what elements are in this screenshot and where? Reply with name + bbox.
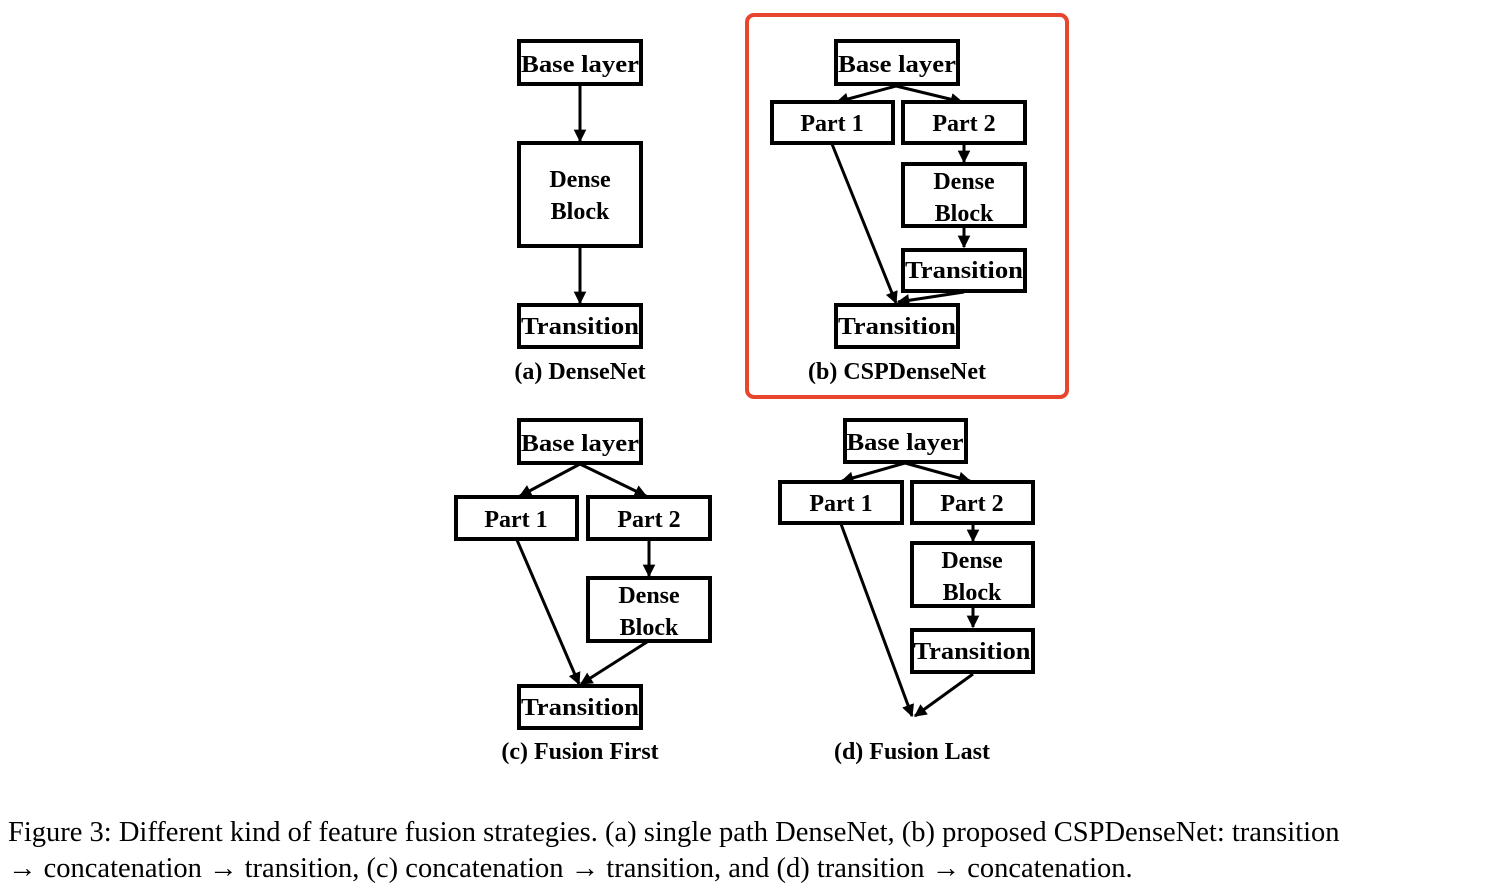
- caption-line-1: Figure 3: Different kind of feature fusi…: [8, 817, 1340, 848]
- edge-b-base-to-part1: [835, 84, 897, 106]
- edge-d-part1-to-output: [839, 523, 914, 718]
- fusion-strategies-figure: Base layer Dense Block Transition (a) De…: [454, 13, 1069, 765]
- c-part2-box: Part 2: [586, 495, 712, 541]
- panel-c-fusion-first: Base layer Part 1 Part 2 Dense Block Tra…: [454, 418, 712, 765]
- a-panel-label: (a) DenseNet: [514, 359, 645, 385]
- c-panel-label: (c) Fusion First: [501, 739, 658, 765]
- d-part1-box: Part 1: [778, 480, 904, 525]
- b-part2-label: Part 2: [932, 111, 995, 137]
- c-base-layer-box: Base layer: [517, 418, 643, 465]
- d-transition-label: Transition: [914, 639, 1031, 665]
- d-dense-label-line2: Block: [943, 580, 1002, 606]
- b-base-layer-box: Base layer: [834, 39, 960, 86]
- panel-d-fusion-last: Base layer Part 1 Part 2 Dense Block Tra…: [778, 418, 1035, 765]
- c-part2-label: Part 2: [617, 507, 680, 533]
- a-base-layer-box: Base layer: [517, 39, 643, 86]
- a-base-layer-label: Base layer: [521, 52, 639, 78]
- edge-b-part1-to-output: [830, 143, 898, 305]
- d-dense-label-line1: Dense: [941, 548, 1003, 574]
- b-dense-block-box: Dense Block: [901, 162, 1027, 228]
- b-transition-out-label: Transition: [838, 314, 956, 340]
- edge-c-base-to-part2: [579, 462, 648, 498]
- d-transition-box: Transition: [910, 628, 1035, 674]
- b-dense-label-line2: Block: [935, 201, 994, 227]
- d-part2-label: Part 2: [940, 491, 1003, 517]
- b-dense-label-line1: Dense: [933, 169, 995, 195]
- a-transition-box: Transition: [517, 303, 643, 349]
- edge-d-transition-to-output: [913, 672, 974, 718]
- c-dense-block-box: Dense Block: [586, 576, 712, 643]
- panel-a-densenet: Base layer Dense Block Transition (a) De…: [514, 39, 646, 385]
- c-part1-label: Part 1: [484, 507, 547, 533]
- d-base-layer-label: Base layer: [847, 430, 964, 456]
- d-part1-label: Part 1: [809, 491, 872, 517]
- edge-c-dense-to-transition: [579, 640, 648, 686]
- c-dense-label-line1: Dense: [618, 583, 680, 609]
- c-base-layer-label: Base layer: [521, 431, 639, 457]
- edge-d-base-to-part1: [840, 461, 906, 484]
- a-dense-block-box: Dense Block: [517, 141, 643, 248]
- d-part2-box: Part 2: [910, 480, 1035, 525]
- b-base-layer-label: Base layer: [838, 52, 956, 78]
- a-transition-label: Transition: [521, 314, 639, 340]
- b-part2-box: Part 2: [901, 100, 1027, 145]
- b-panel-label: (b) CSPDenseNet: [808, 359, 986, 385]
- edge-b-transition-to-output: [896, 290, 965, 307]
- c-transition-box: Transition: [517, 684, 643, 730]
- edge-d-base-to-part2: [904, 461, 972, 485]
- highlight-frame: [745, 13, 1069, 399]
- a-dense-label-line1: Dense: [549, 167, 611, 193]
- c-dense-label-line2: Block: [620, 615, 679, 641]
- a-dense-label-line2: Block: [551, 199, 610, 225]
- b-part1-box: Part 1: [770, 100, 895, 145]
- d-panel-label: (d) Fusion Last: [834, 739, 990, 765]
- b-transition-out-box: Transition: [834, 303, 960, 349]
- edge-c-part1-to-transition: [515, 539, 581, 686]
- edge-c-base-to-part1: [518, 462, 581, 498]
- d-base-layer-box: Base layer: [843, 418, 968, 464]
- c-transition-label: Transition: [521, 695, 639, 721]
- c-part1-box: Part 1: [454, 495, 579, 541]
- b-transition-inner-label: Transition: [905, 258, 1023, 284]
- b-transition-inner-box: Transition: [901, 248, 1027, 293]
- figure-caption: Figure 3: Different kind of feature fusi…: [8, 815, 1498, 887]
- edge-b-base-to-part2: [895, 84, 964, 106]
- b-part1-label: Part 1: [800, 111, 863, 137]
- panel-b-cspdensenet: Base layer Part 1 Part 2 Dense Block Tra…: [745, 13, 1069, 399]
- d-dense-block-box: Dense Block: [910, 541, 1035, 608]
- caption-line-2: → concatenation → transition, (c) concat…: [8, 853, 1133, 884]
